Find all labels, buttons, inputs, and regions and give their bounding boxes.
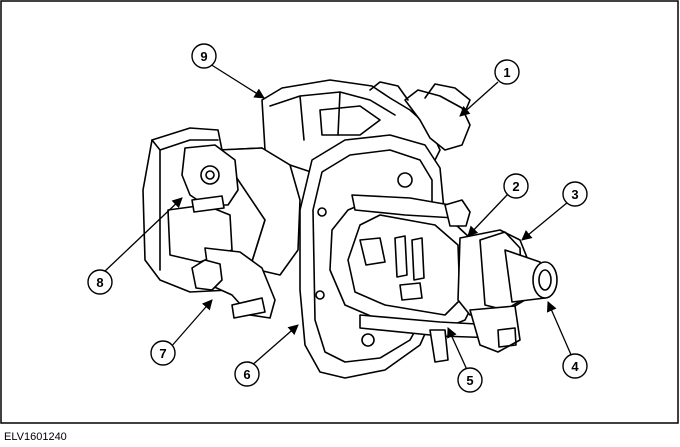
callout-1: 1 xyxy=(494,59,520,85)
flange-inner xyxy=(312,149,433,363)
actuator-tab xyxy=(497,327,517,348)
linkage-bracket xyxy=(429,329,449,363)
control-plate-inner xyxy=(347,214,461,316)
callout-8: 8 xyxy=(87,269,113,295)
callout-8-label: 8 xyxy=(96,275,103,290)
callout-4: 4 xyxy=(562,353,588,379)
leader-7 xyxy=(169,299,213,349)
rear-housing-edge xyxy=(151,139,219,271)
leader-lines xyxy=(103,63,573,373)
solenoid-side xyxy=(369,81,409,101)
top-housing-ridge xyxy=(269,91,396,141)
callout-9-label: 9 xyxy=(200,49,207,64)
callout-7: 7 xyxy=(150,340,176,366)
reference-code: ELV1601240 xyxy=(4,431,67,443)
leader-3 xyxy=(521,201,569,241)
middle-body xyxy=(217,147,301,276)
callout-2: 2 xyxy=(503,173,529,199)
slot-a xyxy=(394,235,408,278)
top-housing-detail xyxy=(319,105,381,136)
flange-bolt-top xyxy=(397,172,413,188)
callout-1-label: 1 xyxy=(503,65,510,80)
diagram-border xyxy=(0,0,679,424)
stud-upper xyxy=(191,195,225,213)
lower-stud xyxy=(231,297,266,319)
leader-9 xyxy=(209,63,265,99)
solenoid-cap xyxy=(424,83,471,113)
flange-bolt-bottom xyxy=(315,290,325,300)
flange-bolt-low xyxy=(361,333,375,347)
flange-bolt-left xyxy=(317,207,327,217)
bracket-hole-inner xyxy=(205,170,215,180)
callout-6-label: 6 xyxy=(243,367,250,382)
callout-9: 9 xyxy=(191,43,217,69)
pump-illustration xyxy=(142,79,558,379)
adjuster-screw xyxy=(444,199,471,227)
leader-1 xyxy=(459,81,499,117)
callouts: 1 2 3 4 5 6 7 8 xyxy=(87,43,588,393)
slot-b xyxy=(411,237,425,281)
leader-6 xyxy=(249,324,299,368)
callout-5: 5 xyxy=(457,367,483,393)
lower-hex-nut xyxy=(191,259,223,291)
callout-4-label: 4 xyxy=(571,359,579,374)
callout-3-label: 3 xyxy=(571,187,578,202)
leader-8 xyxy=(103,197,183,273)
leader-5 xyxy=(447,327,469,373)
leader-2 xyxy=(467,193,509,237)
callout-6: 6 xyxy=(234,361,260,387)
callout-5-label: 5 xyxy=(466,373,473,388)
callout-3: 3 xyxy=(562,181,588,207)
lever-spring xyxy=(359,237,386,266)
slot-c xyxy=(399,282,423,301)
callout-7-label: 7 xyxy=(159,346,166,361)
callout-2-label: 2 xyxy=(512,179,519,194)
leader-4 xyxy=(546,301,573,358)
actuator-cap-inner xyxy=(538,269,552,291)
